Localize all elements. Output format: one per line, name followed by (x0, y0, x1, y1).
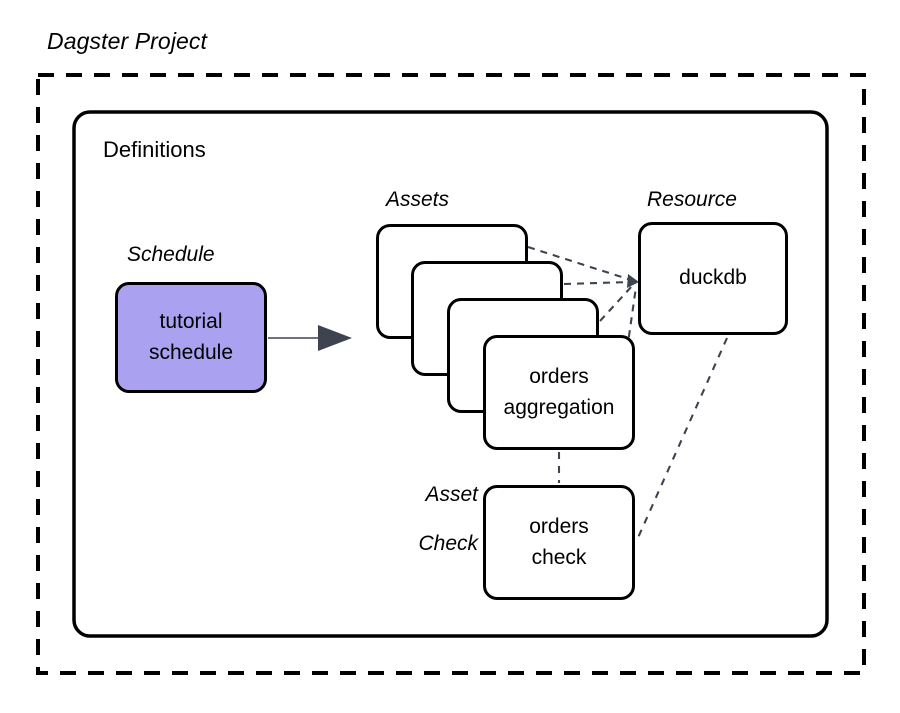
asset-check-label-line-1: Asset (425, 482, 478, 506)
node-orders-aggregation-line-1: orders (529, 365, 589, 389)
definitions-frame-label: Definitions (103, 137, 206, 162)
group-label-resource: Resource (647, 188, 737, 211)
group-label-assets: Assets (386, 188, 450, 211)
asset-check-label-line-2: Check (418, 532, 478, 556)
group-label-asset-check: Asset Check (330, 458, 478, 582)
node-orders-aggregation-line-2: aggregation (503, 395, 615, 419)
edge-duckdb-to-check (636, 337, 728, 541)
node-duckdb-label: duckdb (679, 266, 747, 290)
page-title: Dagster Project (47, 28, 208, 54)
node-tutorial-schedule[interactable]: tutorial schedule (115, 282, 267, 393)
node-orders-aggregation[interactable]: orders aggregation (483, 335, 635, 450)
node-duckdb-resource[interactable]: duckdb (638, 222, 788, 335)
node-tutorial-schedule-line-2: schedule (148, 340, 234, 364)
edge-schedule-to-assets (268, 325, 352, 351)
group-label-schedule: Schedule (127, 243, 215, 266)
node-orders-check-line-1: orders (529, 515, 589, 539)
node-orders-check[interactable]: orders check (483, 485, 635, 600)
node-tutorial-schedule-line-1: tutorial (159, 310, 223, 334)
node-orders-check-line-2: check (531, 545, 587, 569)
